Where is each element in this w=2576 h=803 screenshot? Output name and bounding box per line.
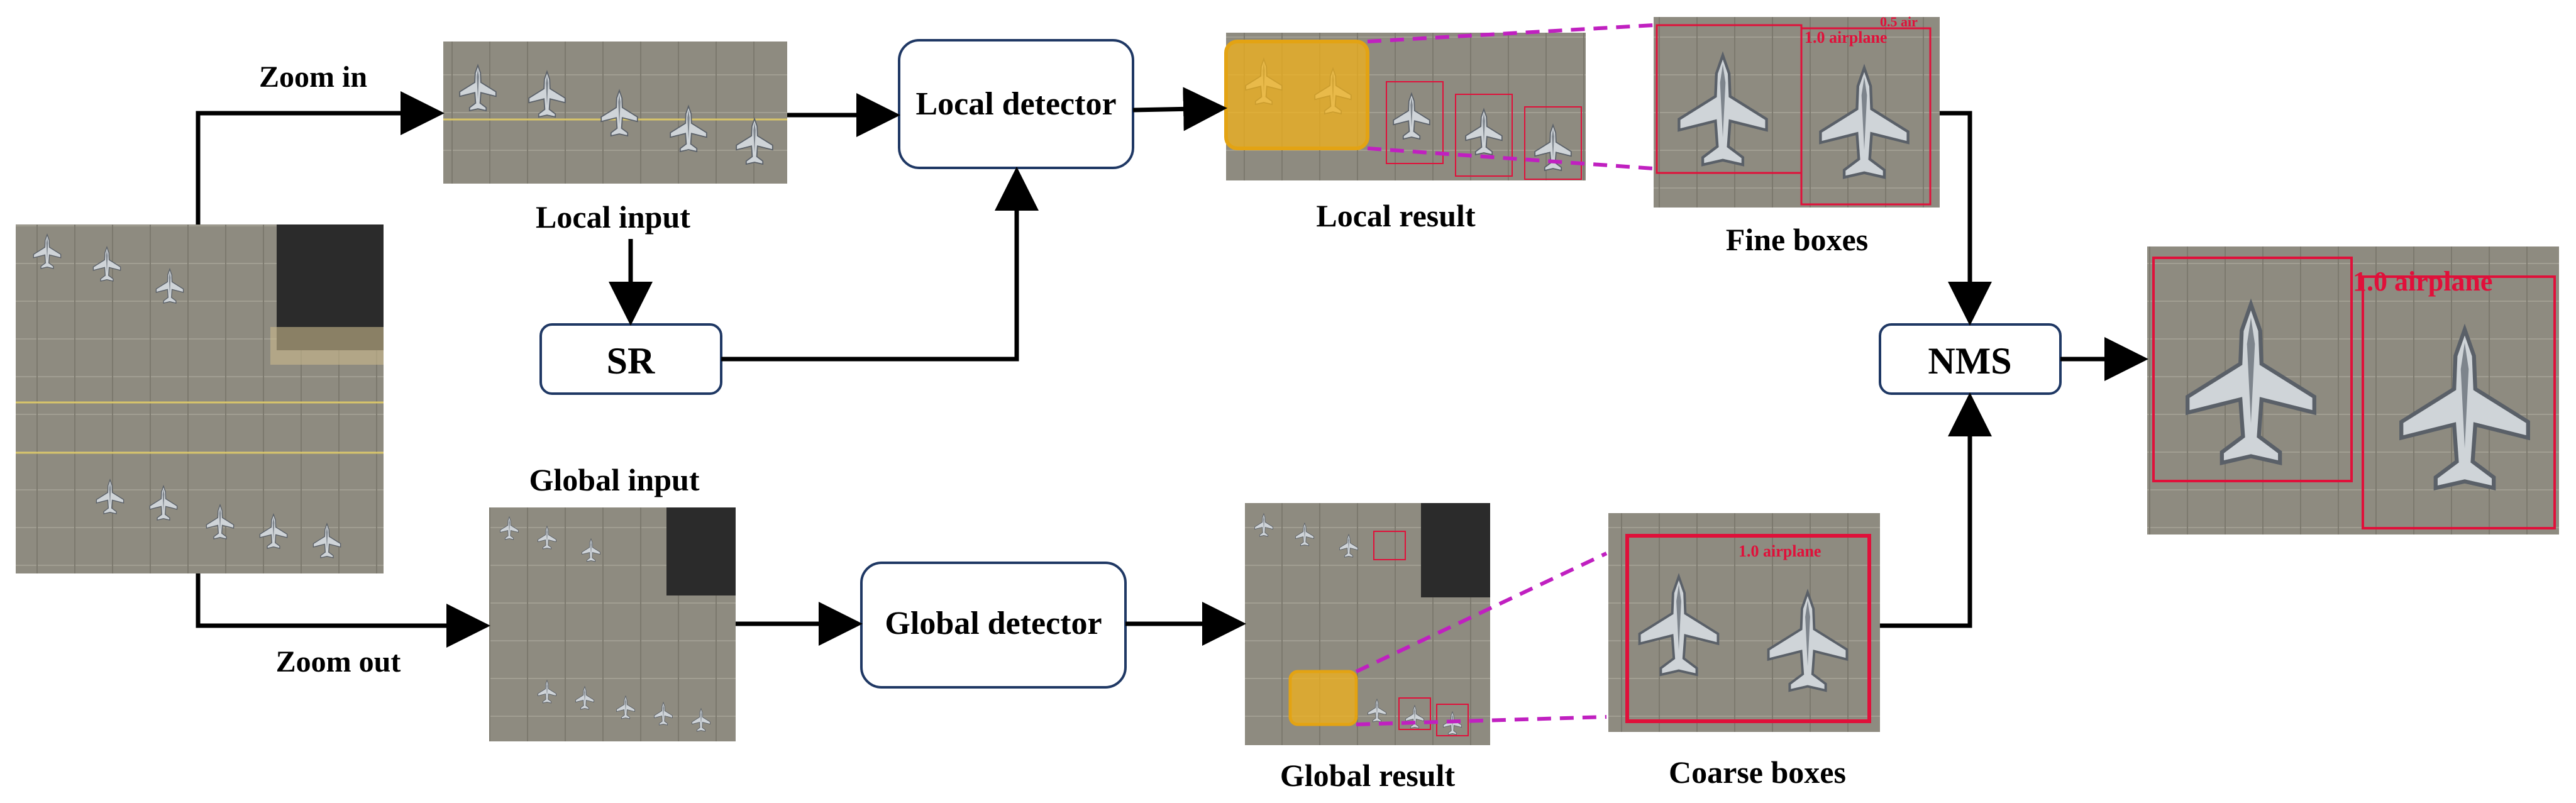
local-detector-label: Local detector: [915, 86, 1116, 122]
final-output-image: 1.0 airplane: [2147, 246, 2559, 534]
local-input-label: Local input: [536, 199, 690, 235]
local-detector-box: Local detector: [898, 39, 1134, 169]
global-input-label: Global input: [529, 462, 700, 497]
local-input-image: [443, 42, 787, 184]
sr-box: SR: [539, 323, 722, 395]
global-highlight: [1288, 670, 1358, 726]
coarse-box-label: 1.0 airplane: [1739, 542, 1821, 560]
fine-box-2-label: 0.5 air: [1880, 14, 1918, 30]
local-result-label: Local result: [1316, 198, 1476, 233]
final-box-label: 1.0 airplane: [2353, 266, 2492, 297]
local-result-image: [1224, 33, 1586, 180]
global-detector-label: Global detector: [885, 606, 1102, 641]
sr-label: SR: [607, 340, 655, 382]
zoom-out-label: Zoom out: [276, 645, 401, 678]
fine-box-1-label: 1.0 airplane: [1805, 28, 1887, 47]
global-result-label: Global result: [1280, 758, 1456, 793]
coarse-boxes-label: Coarse boxes: [1669, 755, 1846, 790]
global-detector-box: Global detector: [860, 562, 1127, 689]
arrows: [196, 87, 2148, 648]
nms-box: NMS: [1879, 323, 2062, 395]
coarse-boxes-image: 1.0 airplane: [1608, 513, 1880, 732]
zoom-guides: [1355, 23, 1654, 726]
global-input-image: [489, 507, 736, 741]
local-highlight: [1224, 40, 1369, 150]
source-image: [16, 224, 384, 573]
nms-label: NMS: [1928, 340, 2011, 382]
zoom-in-label: Zoom in: [259, 60, 367, 94]
fine-boxes-image: 1.0 airplane 0.5 air: [1654, 14, 1940, 208]
global-result-image: [1245, 503, 1490, 745]
fine-boxes-label: Fine boxes: [1726, 222, 1868, 257]
